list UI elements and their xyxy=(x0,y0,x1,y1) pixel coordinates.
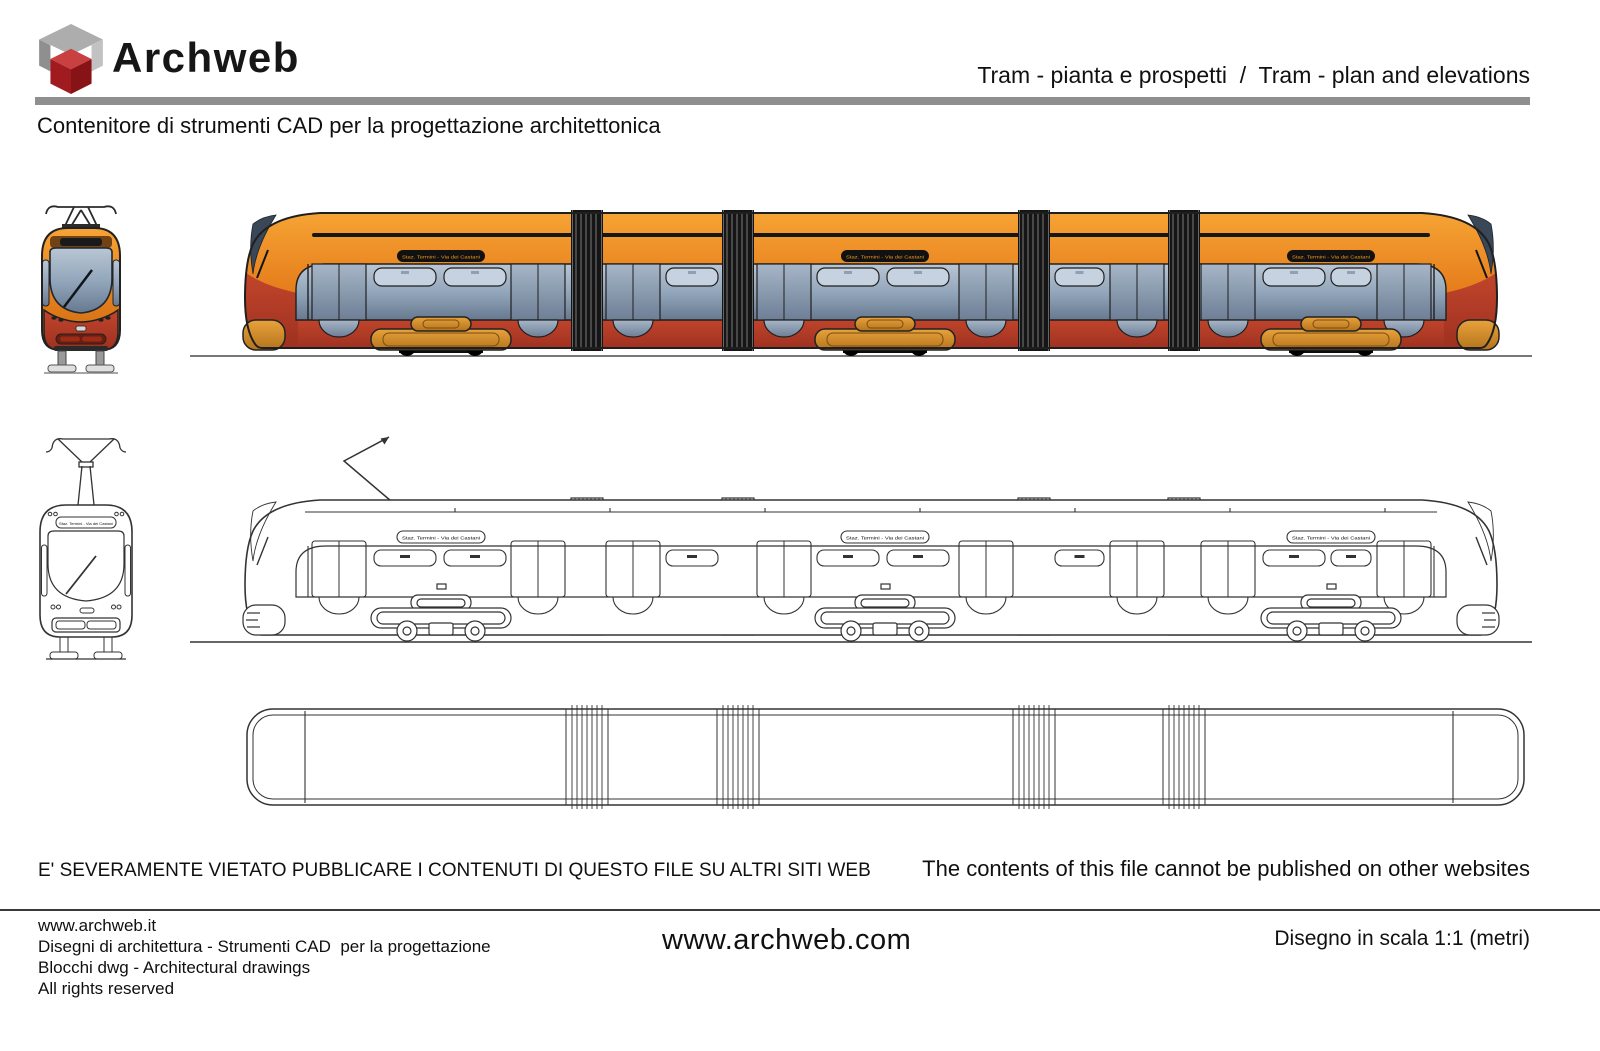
svg-text:Staz. Termini - Via dei Castan: Staz. Termini - Via dei Castani xyxy=(846,255,924,260)
roof-stripe xyxy=(312,233,1430,237)
window xyxy=(886,549,950,567)
window xyxy=(373,267,437,287)
articulation-bellows-plan xyxy=(565,705,609,809)
door xyxy=(311,263,367,338)
footer-line-en: Blocchi dwg - Architectural drawings xyxy=(38,958,311,977)
window xyxy=(1330,549,1372,567)
articulation-bellows xyxy=(721,209,755,352)
wiper xyxy=(63,269,93,308)
articulation-bellows-plan xyxy=(1012,705,1056,809)
tram-drawing-canvas: Staz. Termini - Via dei Castani Staz. Te… xyxy=(39,205,1532,809)
svg-text:Staz. Termini - Via dei Castan: Staz. Termini - Via dei Castani xyxy=(59,522,113,526)
page-title: Tram - pianta e prospetti / Tram - plan … xyxy=(977,62,1530,88)
svg-text:Staz. Termini - Via dei Castan: Staz. Termini - Via dei Castani xyxy=(402,536,480,541)
window xyxy=(1054,267,1105,287)
door xyxy=(1109,540,1165,615)
brand-text: Archweb xyxy=(112,34,300,81)
window xyxy=(1330,267,1372,287)
window xyxy=(373,549,437,567)
wiper xyxy=(1475,249,1488,279)
wiper xyxy=(1475,536,1488,566)
window xyxy=(665,549,719,567)
pantograph-icon xyxy=(45,438,127,506)
door xyxy=(1376,540,1432,615)
wiper xyxy=(256,536,269,566)
window xyxy=(443,267,507,287)
door xyxy=(958,540,1014,615)
windshield xyxy=(49,247,113,314)
window xyxy=(1262,549,1326,567)
rights-reserved: All rights reserved xyxy=(38,979,175,998)
site-url-main: www.archweb.com xyxy=(662,924,912,956)
header-divider xyxy=(35,97,1530,105)
scale-note: Disegno in scala 1:1 (metri) xyxy=(1274,927,1530,950)
plan-inner-outline xyxy=(252,714,1519,800)
windshield-rear xyxy=(1467,501,1494,562)
articulation-bellows xyxy=(1167,209,1201,352)
archweb-cube-logo xyxy=(39,24,103,94)
articulation-bellows xyxy=(1017,209,1051,352)
tram-front-elevation-color xyxy=(41,205,121,374)
door xyxy=(756,263,812,338)
destination-sign: Staz. Termini - Via dei Castani xyxy=(1287,250,1375,262)
destination-sign: Staz. Termini - Via dei Castani xyxy=(55,516,117,529)
destination-sign: Staz. Termini - Via dei Castani xyxy=(841,250,929,262)
tram-front-elevation-line: Staz. Termini - Via dei Castani xyxy=(39,438,133,660)
door xyxy=(605,540,661,615)
destination-sign: Staz. Termini - Via dei Castani xyxy=(397,250,485,262)
articulation-bellows-plan xyxy=(1162,705,1206,809)
page-subtitle: Contenitore di strumenti CAD per la prog… xyxy=(37,113,661,138)
window xyxy=(816,549,880,567)
windshield-front xyxy=(250,501,277,562)
front-bumper-pod xyxy=(242,604,286,636)
door xyxy=(1376,263,1432,338)
door xyxy=(510,263,566,338)
windshield-rear xyxy=(1467,214,1494,275)
door xyxy=(958,263,1014,338)
door xyxy=(756,540,812,615)
svg-text:Staz. Termini - Via dei Castan: Staz. Termini - Via dei Castani xyxy=(1292,255,1370,260)
copyright-notice-it: E' SEVERAMENTE VIETATO PUBBLICARE I CONT… xyxy=(38,860,871,881)
wiper xyxy=(65,555,97,595)
window-band xyxy=(295,545,1447,598)
door xyxy=(605,263,661,338)
footer-divider xyxy=(0,909,1600,911)
windshield xyxy=(47,530,125,602)
copyright-notice-en: The contents of this file cannot be publ… xyxy=(922,856,1530,881)
tram-side-elevation-color: Staz. Termini - Via dei Castani Staz. Te… xyxy=(242,209,1500,357)
window xyxy=(443,549,507,567)
destination-sign: Staz. Termini - Via dei Castani xyxy=(396,530,486,544)
destination-sign: Staz. Termini - Via dei Castani xyxy=(840,530,930,544)
rear-bumper-pod xyxy=(1456,604,1500,636)
door xyxy=(311,540,367,615)
articulation-bellows xyxy=(570,209,604,352)
footer-line-it: Disegni di architettura - Strumenti CAD … xyxy=(38,937,491,956)
window xyxy=(1262,267,1326,287)
svg-text:Staz. Termini - Via dei Castan: Staz. Termini - Via dei Castani xyxy=(846,536,924,541)
svg-text:Staz. Termini - Via dei Castan: Staz. Termini - Via dei Castani xyxy=(402,255,480,260)
destination-sign: Staz. Termini - Via dei Castani xyxy=(1286,530,1376,544)
site-url-it: www.archweb.it xyxy=(38,916,157,935)
door xyxy=(1109,263,1165,338)
body-outline xyxy=(243,212,1499,349)
articulation-bellows-plan xyxy=(716,705,760,809)
door xyxy=(510,540,566,615)
plan-outline xyxy=(246,708,1525,806)
door xyxy=(1200,540,1256,615)
svg-text:Staz. Termini - Via dei Castan: Staz. Termini - Via dei Castani xyxy=(1292,536,1370,541)
tram-plan-view xyxy=(246,705,1525,809)
pantograph-folded-icon xyxy=(342,436,392,502)
window xyxy=(816,267,880,287)
door xyxy=(1200,263,1256,338)
window xyxy=(886,267,950,287)
window xyxy=(665,267,719,287)
window xyxy=(1054,549,1105,567)
wiper xyxy=(256,249,269,279)
tram-side-elevation-line: Staz. Termini - Via dei Castani Staz. Te… xyxy=(242,436,1500,642)
